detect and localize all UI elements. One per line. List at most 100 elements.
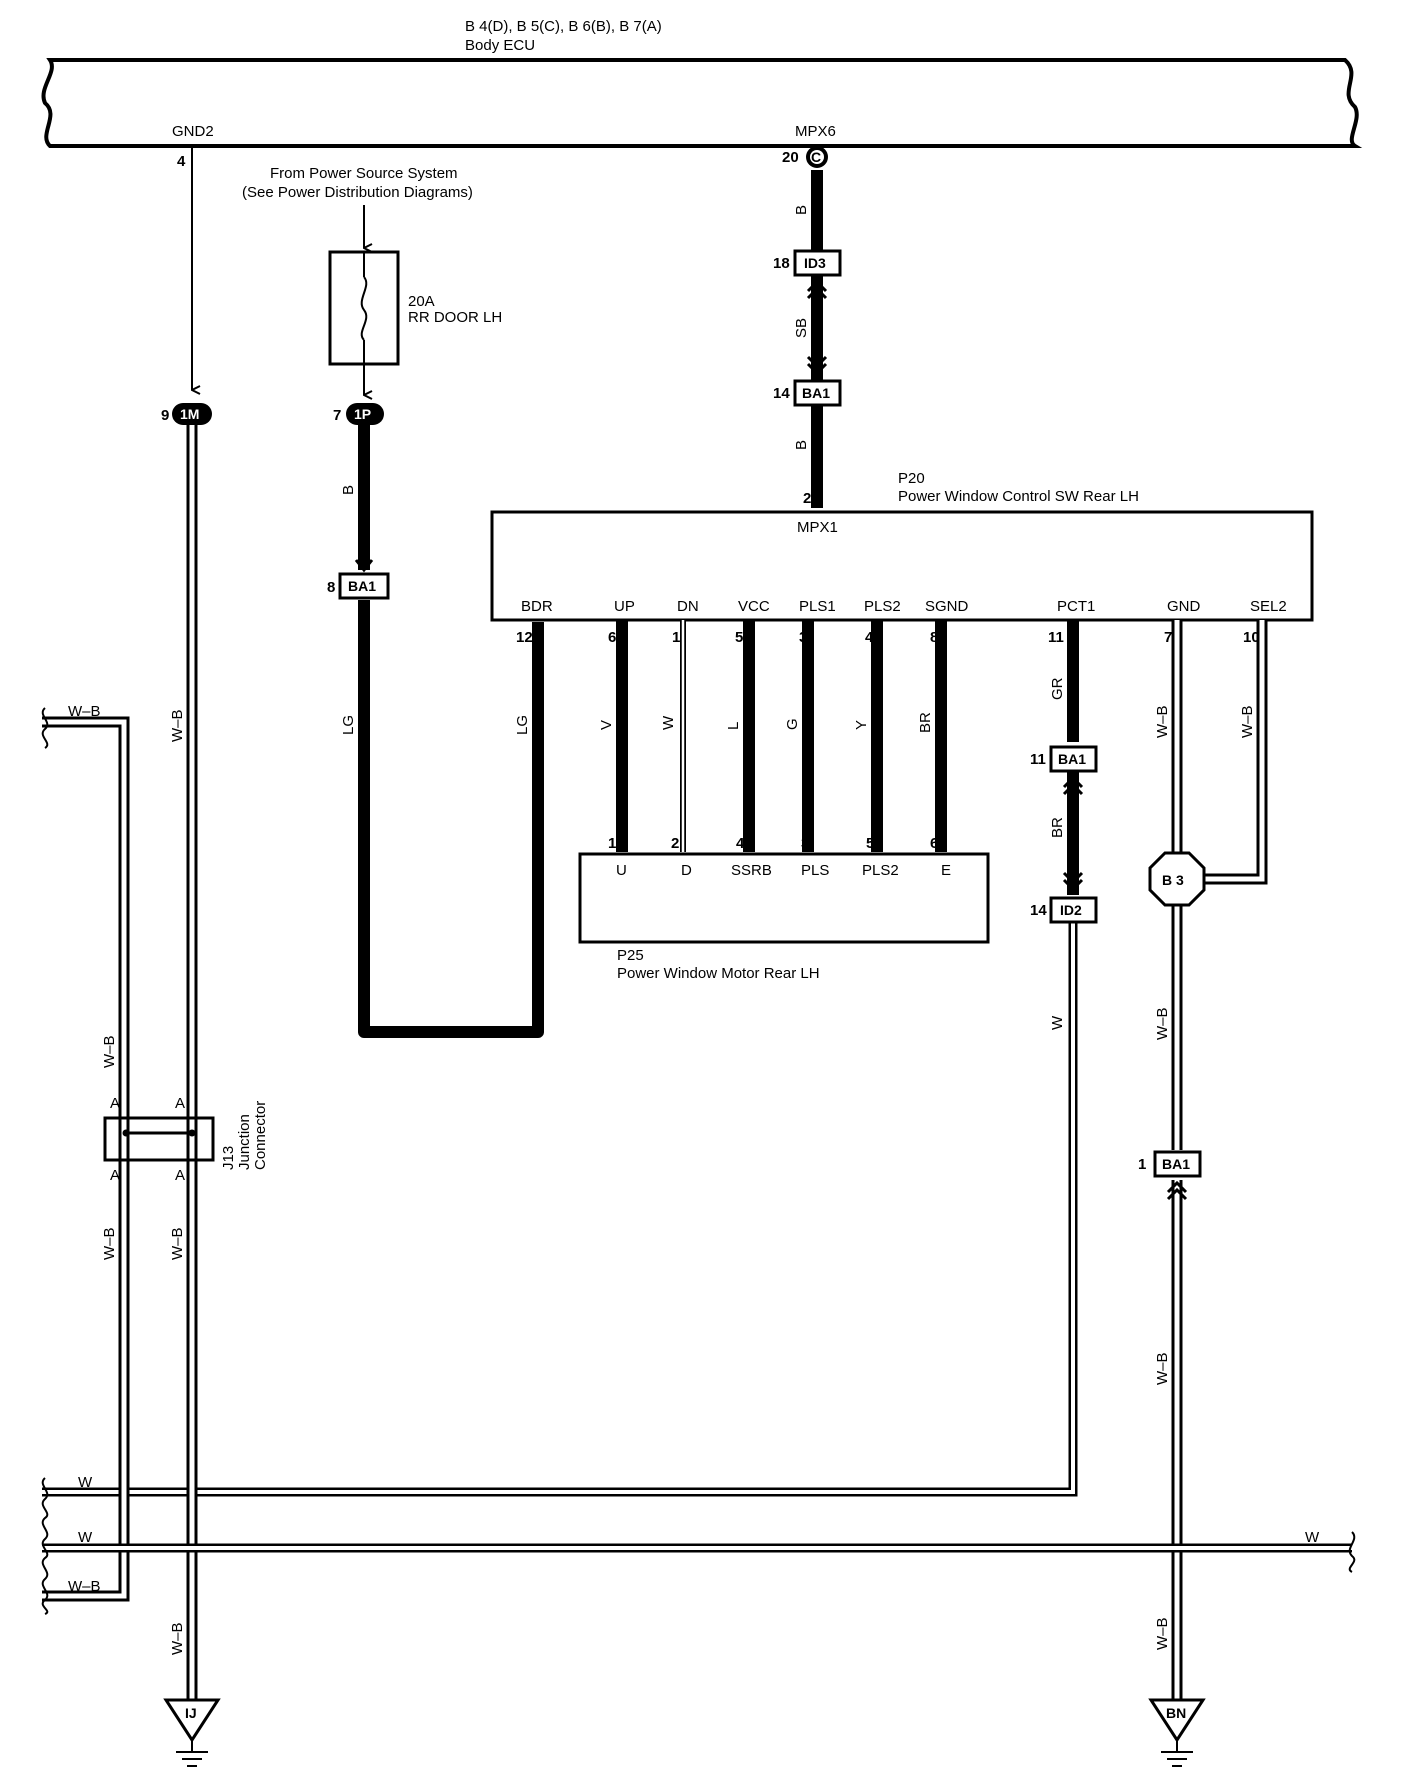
wire-pls2-color: Y bbox=[853, 720, 870, 730]
wire-pct-low-color: W bbox=[1049, 1015, 1066, 1030]
wire-gnd2: W–B W–B W–B bbox=[169, 148, 192, 1712]
p25-pin-num: 2 bbox=[671, 835, 679, 852]
p20-pin-name: PLS2 bbox=[864, 598, 901, 615]
connector-1p-pin: 7 bbox=[333, 407, 341, 424]
p20-pin-num: 4 bbox=[865, 629, 874, 646]
p25-name: Power Window Motor Rear LH bbox=[617, 965, 820, 982]
wire-h-w1-color: W bbox=[78, 1474, 93, 1491]
power-source: From Power Source System (See Power Dist… bbox=[242, 165, 473, 248]
connector-ba1-pct-pin: 11 bbox=[1030, 751, 1046, 768]
connector-b3: B 3 bbox=[1148, 851, 1206, 907]
power-source-line1: From Power Source System bbox=[270, 165, 458, 182]
p20-pin-num: 12 bbox=[516, 629, 533, 646]
connector-id2-pin: 14 bbox=[1030, 902, 1047, 919]
p20-pin-name: UP bbox=[614, 598, 635, 615]
p20-pin-num: 6 bbox=[608, 629, 616, 646]
connector-ba1-mpx-pin: 14 bbox=[773, 385, 790, 402]
connector-ba1-fuse-label: BA1 bbox=[348, 578, 376, 594]
p20-switch: P20 Power Window Control SW Rear LH 2 MP… bbox=[490, 470, 1314, 646]
p20-pin-name: SEL2 bbox=[1250, 598, 1287, 615]
ground-ij-label: IJ bbox=[185, 1705, 197, 1721]
wire-left-main-bot-color: W–B bbox=[169, 1622, 186, 1655]
pin-mpx6-num: 20 bbox=[782, 149, 799, 166]
p20-pin-num: 7 bbox=[1164, 629, 1172, 646]
p20-pin-name: PLS1 bbox=[799, 598, 836, 615]
connector-1p: 1P 7 bbox=[333, 403, 384, 425]
wire-left-main-top-color: W–B bbox=[169, 709, 186, 742]
wire-mpx-low-color: B bbox=[793, 440, 810, 450]
p25-pin-name: E bbox=[941, 862, 951, 879]
connector-1m: 1M 9 bbox=[161, 403, 212, 425]
wire-left-outer-top-color: W–B bbox=[68, 703, 101, 720]
p25-pin-num: 1 bbox=[608, 835, 616, 852]
wire-pct-top-color: GR bbox=[1049, 677, 1066, 700]
connector-mpx6-c: C bbox=[806, 146, 828, 168]
j13-pin: A bbox=[110, 1095, 120, 1112]
p25-pin-name: PLS bbox=[801, 862, 829, 879]
wire-up-color: V bbox=[598, 720, 615, 730]
p20-pin-num: 1 bbox=[672, 629, 680, 646]
wire-left-outer-mid-color: W–B bbox=[101, 1035, 118, 1068]
p25-pin-num: 4 bbox=[736, 835, 745, 852]
connector-ba1-gnd-pin: 1 bbox=[1138, 1156, 1146, 1173]
wire-left-outer-low-color: W–B bbox=[101, 1227, 118, 1260]
wire-left-main-mid-color: W–B bbox=[169, 1227, 186, 1260]
pin-gnd2-num: 4 bbox=[177, 153, 186, 170]
p20-pin-num: 10 bbox=[1243, 629, 1260, 646]
p20-pin-name: BDR bbox=[521, 598, 553, 615]
wire-mpx-harness: B SB B bbox=[793, 170, 823, 508]
wire-gnd-p20-color: W–B bbox=[1154, 705, 1171, 738]
p20-pin-num: 8 bbox=[930, 629, 938, 646]
j13-code: J13 bbox=[220, 1146, 237, 1170]
connector-1m-pin: 9 bbox=[161, 407, 169, 424]
connector-id3-pin: 18 bbox=[773, 255, 790, 272]
j13-junction-connector: A A A A J13 Junction Connector bbox=[103, 1095, 269, 1184]
body-ecu-connectors: B 4(D), B 5(C), B 6(B), B 7(A) bbox=[465, 18, 662, 35]
wire-fuse-out-color: B bbox=[340, 485, 357, 495]
wire-gnd-b3-mid-color: W–B bbox=[1154, 1352, 1171, 1385]
wire-pls1-color: G bbox=[784, 718, 801, 730]
p25-pin-name: PLS2 bbox=[862, 862, 899, 879]
wire-mpx-mid-color: SB bbox=[793, 318, 810, 338]
j13-pin: A bbox=[175, 1095, 185, 1112]
wire-gnd-b3-bot-color: W–B bbox=[1154, 1617, 1171, 1650]
wire-sgnd-color: BR bbox=[917, 712, 934, 733]
body-ecu: B 4(D), B 5(C), B 6(B), B 7(A) Body ECU … bbox=[41, 18, 1363, 170]
wire-left-outer-bot-color: W–B bbox=[68, 1578, 101, 1595]
connector-ba1-fuse-pin: 8 bbox=[327, 579, 335, 596]
p20-pin-num: 5 bbox=[735, 629, 743, 646]
wire-vcc-color: L bbox=[725, 722, 742, 730]
wire-pct1: GR BR W bbox=[42, 620, 1079, 1497]
wire-left-outer: W–B W–B W–B W–B bbox=[41, 703, 130, 1602]
fuse-rr-door-lh: 20A RR DOOR LH bbox=[328, 250, 502, 366]
connector-id3-label: ID3 bbox=[804, 255, 826, 271]
p20-code: P20 bbox=[898, 470, 925, 487]
fuse-rating: 20A bbox=[408, 293, 435, 310]
connector-id3: ID3 18 bbox=[773, 249, 842, 300]
j13-line2: Connector bbox=[252, 1101, 269, 1170]
connector-1m-label: 1M bbox=[180, 406, 199, 422]
wire-h-w2-color: W bbox=[78, 1529, 93, 1546]
wire-pct-mid-color: BR bbox=[1049, 817, 1066, 838]
p25-pin-num: 6 bbox=[930, 835, 938, 852]
p20-mpx-name: MPX1 bbox=[797, 519, 838, 536]
p25-pin-name: D bbox=[681, 862, 692, 879]
p20-pin-name: VCC bbox=[738, 598, 770, 615]
wire-gnd-b3-low-color: W–B bbox=[1154, 1007, 1171, 1040]
connector-b3-label: B 3 bbox=[1162, 872, 1184, 888]
fuse-name: RR DOOR LH bbox=[408, 309, 502, 326]
wire-lg-right-color: LG bbox=[514, 715, 531, 735]
ground-ij: IJ bbox=[163, 1698, 221, 1767]
p20-name: Power Window Control SW Rear LH bbox=[898, 488, 1139, 505]
wire-sel2-color: W–B bbox=[1239, 705, 1256, 738]
p20-pin-num: 11 bbox=[1048, 629, 1064, 646]
p20-pin-name: DN bbox=[677, 598, 699, 615]
ground-bn-label: BN bbox=[1166, 1705, 1186, 1721]
j13-pin: A bbox=[175, 1167, 185, 1184]
body-ecu-name: Body ECU bbox=[465, 37, 535, 54]
connector-ba1-pct-label: BA1 bbox=[1058, 751, 1086, 767]
connector-ba1-fuse: BA1 8 bbox=[327, 559, 390, 600]
wire-h-w2-right-color: W bbox=[1305, 1529, 1320, 1546]
connector-ba1-pct: BA1 11 bbox=[1030, 745, 1098, 796]
p25-code: P25 bbox=[617, 947, 644, 964]
